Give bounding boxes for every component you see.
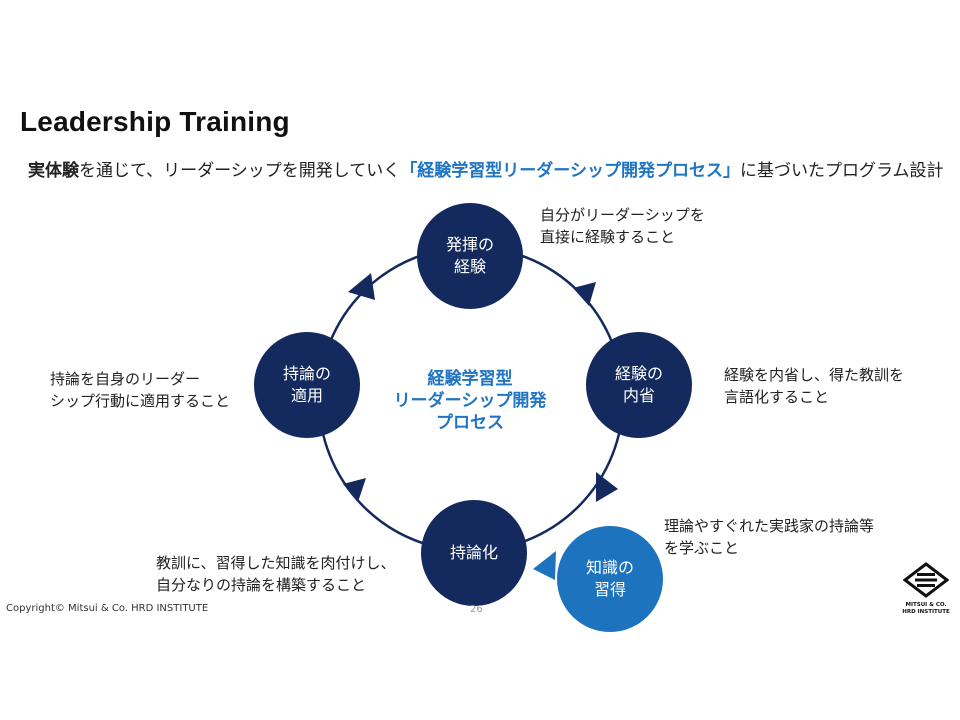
subtitle-accent: 「経験学習型リーダーシップ開発プロセス」 <box>400 161 740 181</box>
node-application: 持論の 適用 <box>282 364 331 405</box>
note-conceptualization: 教訓に、習得した知識を肉付けし、 自分なりの持論を構築すること <box>156 554 396 594</box>
note-knowledge: 理論やすぐれた実践家の持論等 を学ぶこと <box>664 517 875 557</box>
arrow-experience-to-reflection <box>573 282 596 306</box>
note-reflection: 経験を内省し、得た教訓を 言語化すること <box>724 366 905 406</box>
node-reflection-circle <box>586 332 692 438</box>
page-title: Leadership Training <box>20 106 290 137</box>
cycle-center-label: 経験学習型 リーダーシップ開発 プロセス <box>393 369 547 433</box>
node-conceptualization: 持論化 <box>449 543 498 562</box>
page-number: 26 <box>470 604 483 615</box>
node-knowledge-circle <box>557 526 663 632</box>
page-subtitle: 実体験を通じて、リーダーシップを開発していく「経験学習型リーダーシップ開発プロセ… <box>28 156 943 181</box>
subtitle-emphasis: 実体験 <box>28 161 79 181</box>
note-experience: 自分がリーダーシップを 直接に経験すること <box>540 206 705 246</box>
subtitle-text: を通じて、リーダーシップを開発していく <box>79 161 401 181</box>
arrow-application-to-experience <box>348 273 375 300</box>
node-experience-circle <box>417 203 523 309</box>
node-reflection: 経験の 内省 <box>614 364 663 405</box>
subtitle-tail: に基づいたプログラム設計 <box>739 161 944 181</box>
note-application: 持論を自身のリーダー シップ行動に適用すること <box>50 370 231 410</box>
logo-text: MITSUI & CO. HRD INSTITUTE <box>902 602 950 615</box>
arrow-reflection-to-conceptualization <box>596 472 618 502</box>
mitsui-logo-icon <box>902 562 950 598</box>
node-experience: 発揮の 経験 <box>445 235 494 276</box>
company-logo: MITSUI & CO. HRD INSTITUTE <box>898 562 954 616</box>
arrow-knowledge-to-conceptualization <box>533 551 556 580</box>
node-conceptualization-circle <box>421 500 527 606</box>
node-application-circle <box>254 332 360 438</box>
copyright-footer: Copyright© Mitsui & Co. HRD INSTITUTE <box>6 603 209 614</box>
node-knowledge: 知識の 習得 <box>585 558 634 599</box>
arrow-conceptualization-to-application <box>343 478 366 502</box>
